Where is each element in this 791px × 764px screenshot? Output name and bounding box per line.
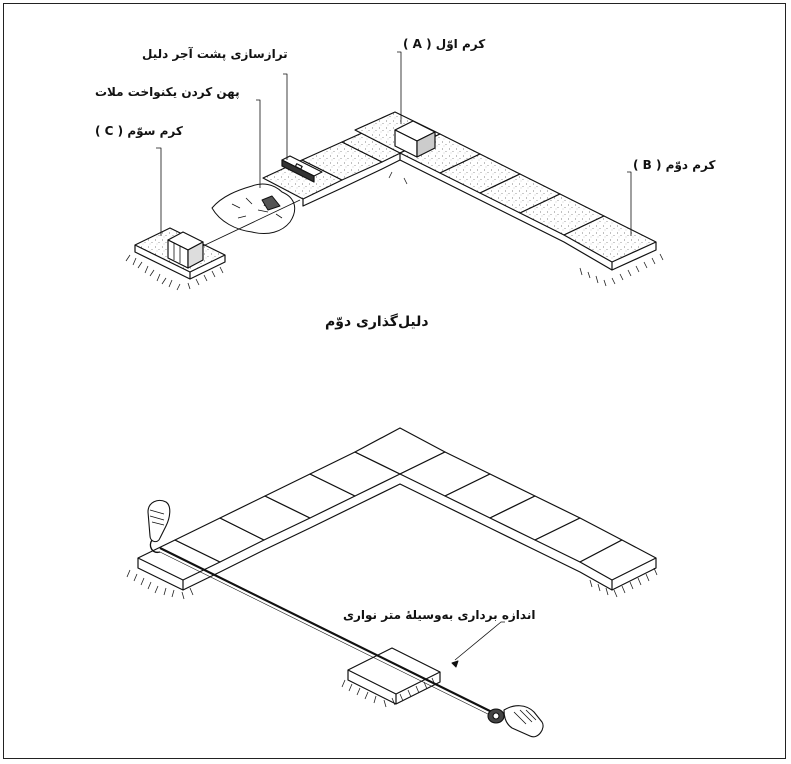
leader-lines [156,51,632,236]
label-tape-measure: اندازه برداری به‌وسیلهٔ متر نواری [343,608,536,622]
hand-right [487,705,544,738]
grass-hatch-bottom [126,567,658,708]
string-line-top [202,199,301,247]
figure-caption: دلیل‌گذاری دوّم [325,314,429,330]
label-leveling-back: ترازسازی پشت آجر دلیل [142,47,288,61]
label-course-a: کرم اوّل ( A ) [403,37,486,51]
top-diagram [125,51,664,291]
bottom-left-arm [137,427,446,581]
label-course-c: کرم سوّم ( C ) [95,124,183,138]
label-spread-mortar: پهن کردن یکنواخت ملات [95,85,240,99]
spirit-level [281,155,323,183]
label-course-b: کرم دوّم ( B ) [633,158,716,172]
bottom-diagram [126,427,658,738]
mortar-area [211,183,296,235]
tape-line [159,547,501,717]
hand-left [147,499,171,554]
brick-a [394,120,436,158]
course-b-slabs [399,133,657,263]
slab-edges [302,153,657,271]
detached-slab [347,647,441,705]
leader-tape [454,621,505,661]
course-c-slab [134,227,226,280]
course-a-slabs [262,111,441,200]
bottom-right-arm [399,451,657,581]
bottom-slab-edges [137,483,657,591]
